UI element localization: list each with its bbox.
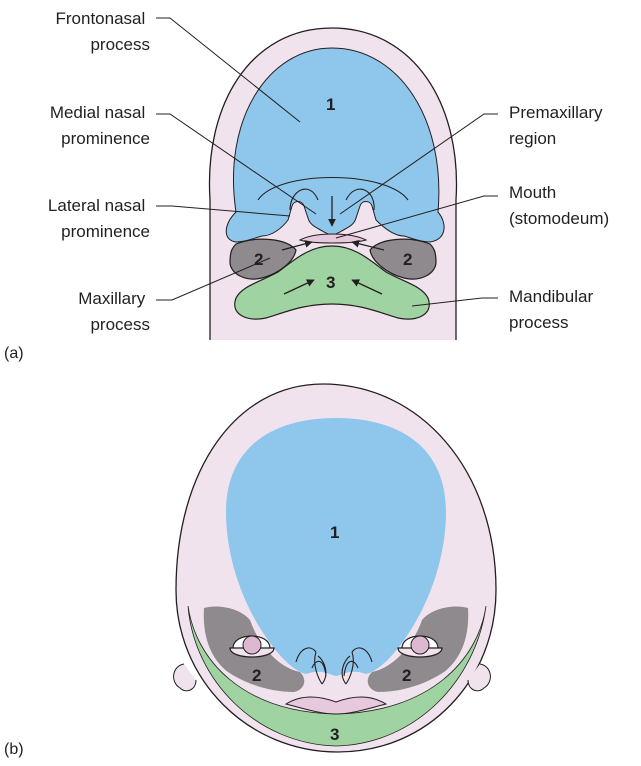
label-maxillary: Maxillary process: [78, 289, 150, 334]
number-1-b: 1: [330, 523, 339, 542]
label-mouth: Mouth (stomodeum): [509, 183, 609, 228]
number-2-right-b: 2: [402, 666, 411, 685]
label-mandibular: Mandibular process: [509, 287, 598, 332]
label-lateral-nasal: Lateral nasal prominence: [48, 196, 150, 241]
ear-left-b: [174, 664, 196, 691]
label-premaxillary: Premaxillary region: [509, 103, 607, 148]
panel-a: 1 2 2 3 Frontonasal process Medial nasal…: [4, 9, 609, 362]
label-frontonasal: Frontonasal process: [55, 9, 150, 54]
number-1-a: 1: [326, 95, 335, 114]
number-3-b: 3: [330, 725, 339, 744]
panel-tag-b: (b): [4, 741, 24, 758]
number-2-right-a: 2: [403, 250, 412, 269]
panel-tag-a: (a): [4, 345, 24, 362]
number-2-left-a: 2: [254, 250, 263, 269]
panel-b: 1 2 2 3 (b): [4, 384, 496, 758]
number-3-a: 3: [326, 273, 335, 292]
label-medial-nasal: Medial nasal prominence: [50, 103, 150, 148]
number-2-left-b: 2: [252, 666, 261, 685]
